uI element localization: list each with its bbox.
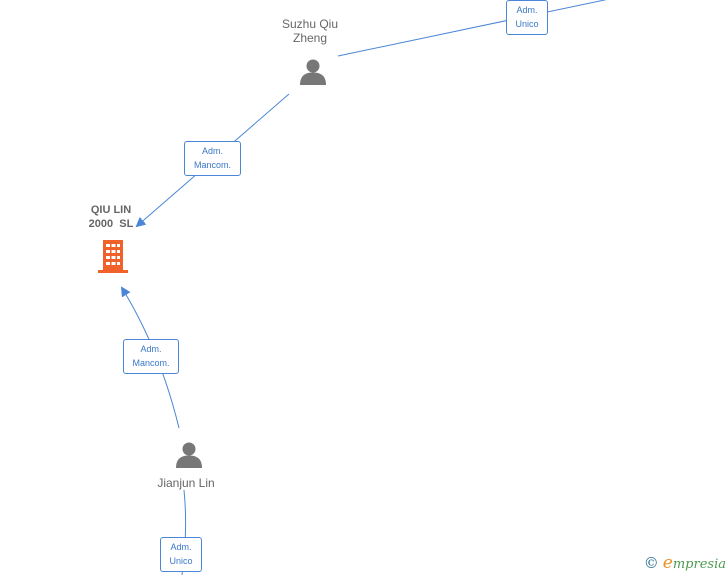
empresia-logo-initial: e — [662, 553, 673, 573]
person-name-suzhu[interactable]: Suzhu Qiu Zheng — [281, 17, 339, 45]
copyright-icon: © — [643, 554, 659, 572]
edge-label-line1: Adm. — [140, 344, 162, 354]
company-name-line2: 2000 SL — [88, 218, 134, 230]
company-name-line1: QIU LIN — [90, 204, 132, 216]
empresia-watermark: © empresia — [644, 553, 726, 573]
company-name[interactable]: QIU LIN 2000 SL — [70, 203, 152, 231]
edge-label-line2: Unico — [169, 556, 193, 566]
person-name-jianjun[interactable]: Jianjun Lin — [157, 476, 215, 490]
edge-label-suzhu-company[interactable]: Adm. Mancom. — [184, 141, 241, 176]
edge-label-line1: Adm. — [201, 146, 223, 156]
empresia-logo-text: mpresia — [672, 557, 726, 572]
person-icon[interactable] — [174, 440, 204, 470]
edge-label-bottom[interactable]: Adm. Unico — [160, 537, 202, 572]
empresia-logo: empresia — [663, 553, 726, 573]
edge-label-jianjun-company[interactable]: Adm. Mancom. — [123, 339, 179, 374]
edge-line-top-right — [337, 0, 607, 57]
edge-label-line1: Adm. — [516, 5, 538, 15]
edge-label-line2: Mancom. — [193, 160, 231, 170]
edge-label-top-right[interactable]: Adm. Unico — [506, 0, 548, 35]
building-icon[interactable] — [96, 238, 130, 274]
edge-label-line2: Mancom. — [132, 358, 170, 368]
edge-label-line1: Adm. — [170, 542, 192, 552]
edge-label-line2: Unico — [515, 19, 539, 29]
person-icon[interactable] — [298, 57, 328, 87]
